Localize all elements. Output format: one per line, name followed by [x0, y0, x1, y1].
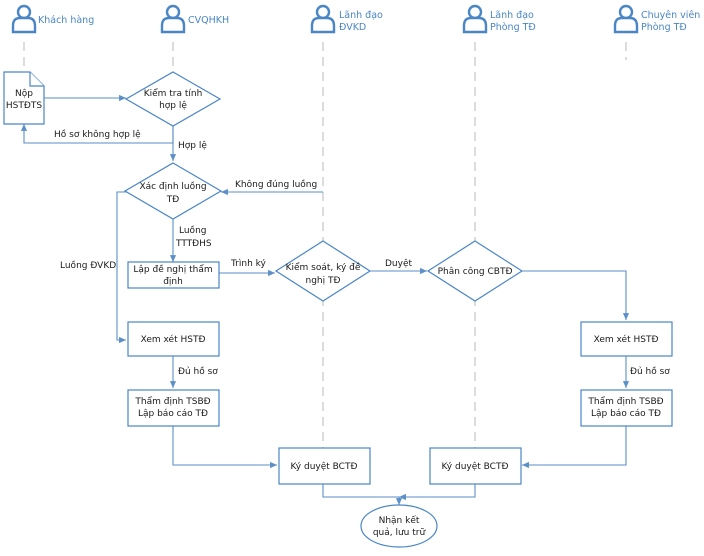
actor-label: CVQHKH	[188, 15, 229, 26]
edge-thamdinh-left-to-kyduyet	[172, 426, 277, 469]
edge-thamdinh-right-to-kyduyet	[522, 426, 627, 469]
node-text: hợp lệ	[159, 100, 187, 111]
node-phan-cong-cbtd: Phân công CBTĐ	[426, 240, 524, 302]
node-text: nghị TĐ	[306, 276, 341, 286]
node-text: Nhận kết	[379, 515, 420, 526]
actor-label: Khách hàng	[38, 15, 94, 26]
person-icon	[462, 4, 488, 34]
actor-lanh-dao-dvkd: Lãnh đạo ĐVKD	[310, 4, 383, 34]
edge-label-trinh-ky: Trình ký	[230, 259, 267, 269]
node-text: Lập đề nghị thẩm	[133, 264, 212, 275]
node-tham-dinh-left: Thẩm định TSBĐ Lập báo cáo TĐ	[127, 389, 220, 427]
edge-label-luong-ttths: Luồng	[179, 225, 206, 236]
node-text: Lập báo cáo TĐ	[591, 409, 661, 419]
node-text: Xem xét HSTĐ	[594, 334, 659, 345]
node-kiem-tra-tinh-hop-le: Kiểm tra tính hợp lệ	[124, 71, 222, 127]
person-icon	[160, 4, 186, 34]
swimlanes	[23, 42, 627, 490]
node-text: Thẩm định TSBĐ	[587, 396, 663, 407]
edge-label-ho-so-khong-hop-le: Hồ sơ không hợp lệ	[54, 129, 141, 140]
person-icon	[613, 4, 639, 34]
actor-label: Lãnh đạo	[490, 10, 534, 21]
node-text: quả, lưu trữ	[373, 527, 427, 538]
actor-lanh-dao-phong-td: Lãnh đạo Phòng TĐ	[462, 4, 536, 34]
edge-kyduyet-left-to-nhan	[322, 484, 403, 505]
node-text: Kiểm tra tính	[144, 88, 203, 99]
node-ky-duyet-bctd-left: Ký duyệt BCTĐ	[278, 447, 371, 485]
actor-khach-hang: Khách hàng	[11, 4, 94, 34]
node-ky-duyet-bctd-right: Ký duyệt BCTĐ	[429, 447, 522, 485]
edge-label-luong-ttths: TTTĐHS	[175, 239, 212, 249]
edge-label-duyet: Duyệt	[385, 258, 412, 269]
edge-label-du-ho-so-right: Đủ hồ sơ	[630, 366, 670, 377]
node-text: Nộp	[15, 88, 33, 99]
actor-label: ĐVKD	[339, 22, 366, 33]
node-kiem-soat-ky-de-nghi: Kiểm soát, ký đề nghị TĐ	[274, 240, 372, 302]
node-xem-xet-hstd-right: Xem xét HSTĐ	[580, 321, 673, 357]
edge-labels: Hồ sơ không hợp lệ Hợp lệ Không đúng luồ…	[54, 129, 670, 377]
edge-luong-dvkd	[116, 191, 126, 344]
edge-label-khong-dung-luong: Không đúng luồng	[235, 179, 317, 190]
node-text: Kiểm soát, ký đề	[286, 262, 361, 273]
node-lap-de-nghi-tham-dinh: Lập đề nghị thẩm định	[127, 261, 220, 289]
person-icon	[310, 4, 336, 34]
actor-cvqhkh: CVQHKH	[160, 4, 229, 34]
node-text: Ký duyệt BCTĐ	[442, 461, 509, 472]
node-tham-dinh-right: Thẩm định TSBĐ Lập báo cáo TĐ	[580, 389, 673, 427]
node-nop-hstdts: Nộp HSTĐTS	[3, 71, 45, 125]
edge-label-hop-le: Hợp lệ	[178, 140, 207, 151]
actor-label: Phòng TĐ	[490, 22, 536, 33]
node-nhan-ket-qua-luu-tru: Nhận kết quả, lưu trữ	[360, 504, 438, 548]
actor-chuyen-vien-phong-td: Chuyên viên Phòng TĐ	[613, 4, 700, 34]
node-text: TĐ	[166, 195, 179, 205]
node-text: định	[163, 277, 183, 287]
node-text: Xác định luồng	[139, 181, 206, 192]
edge-kyduyet-right-to-nhan	[399, 484, 476, 501]
node-xac-dinh-luong-td: Xác định luồng TĐ	[123, 162, 223, 220]
actor-label: Chuyên viên	[641, 10, 700, 21]
actor-label: Lãnh đạo	[339, 10, 383, 21]
edges	[20, 94, 630, 505]
node-text: Phân công CBTĐ	[438, 266, 513, 277]
edge-phancong-to-xemxet	[522, 270, 630, 320]
edge-label-luong-dvkd: Luồng ĐVKD	[60, 260, 116, 271]
node-text: Xem xét HSTĐ	[141, 334, 206, 345]
actor-label: Phòng TĐ	[641, 22, 687, 33]
node-text: HSTĐTS	[6, 101, 42, 111]
edge-label-du-ho-so-left: Đủ hồ sơ	[178, 366, 218, 377]
node-text: Lập báo cáo TĐ	[138, 409, 208, 419]
node-xem-xet-hstd-left: Xem xét HSTĐ	[127, 321, 220, 357]
node-text: Ký duyệt BCTĐ	[291, 461, 358, 472]
node-text: Thẩm định TSBĐ	[134, 396, 210, 407]
person-icon	[11, 4, 37, 34]
